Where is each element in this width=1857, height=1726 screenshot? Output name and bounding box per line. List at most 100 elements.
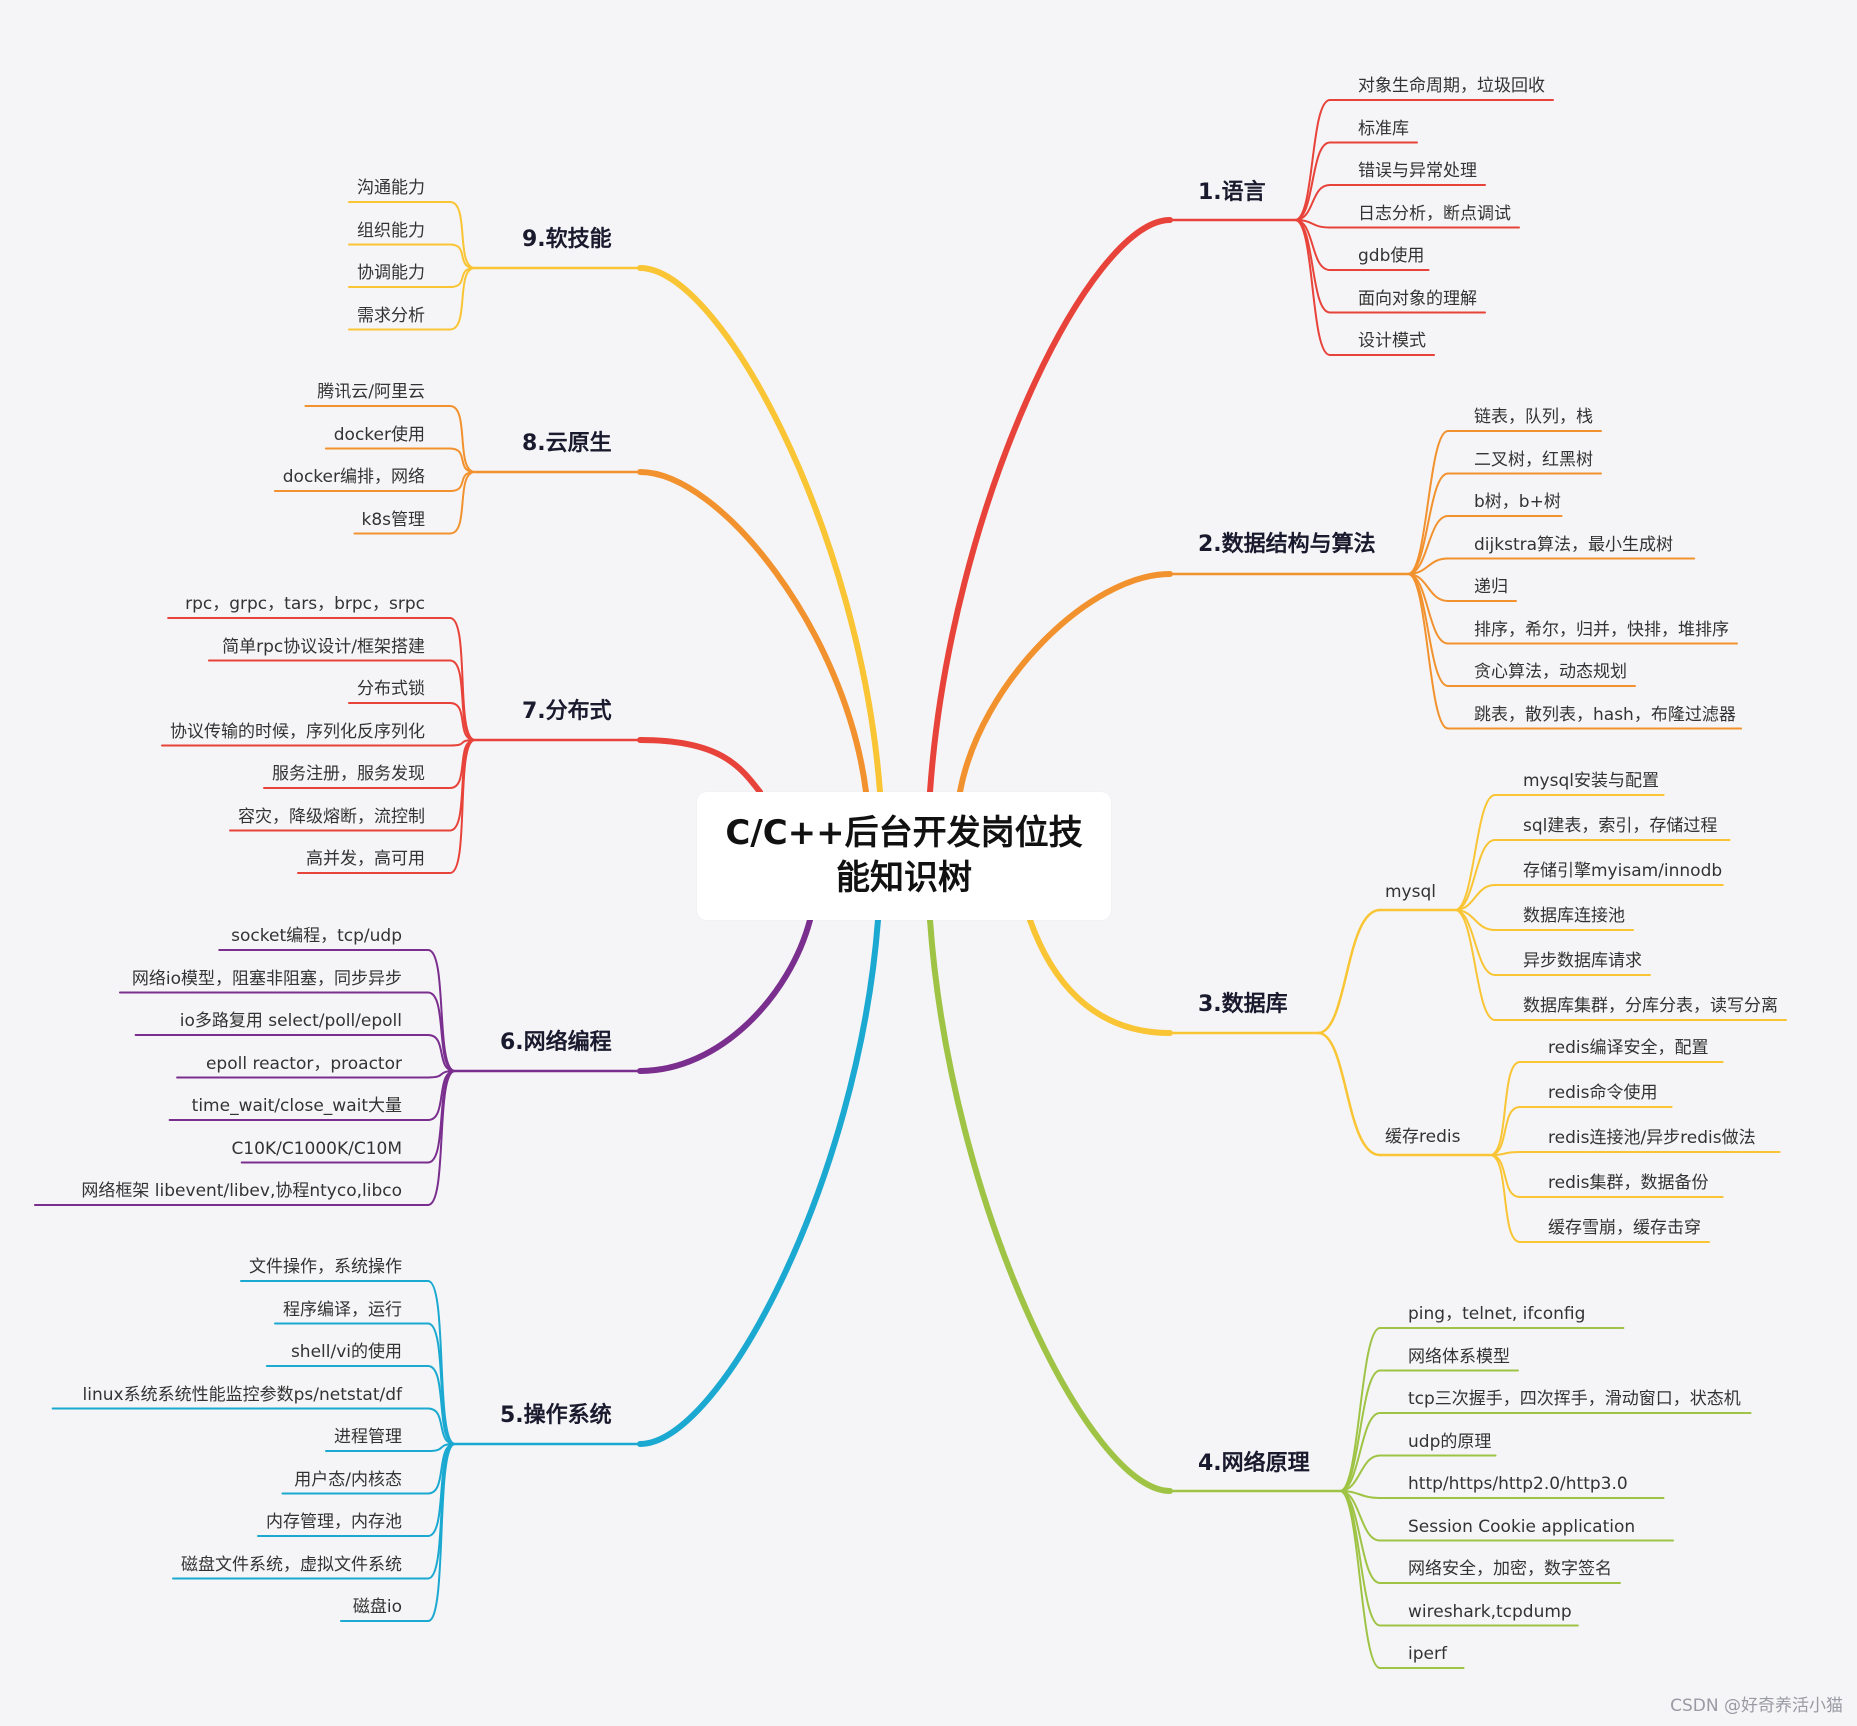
- leaf-item[interactable]: 数据库集群，分库分表，读写分离: [1523, 996, 1778, 1016]
- leaf-item[interactable]: 内存管理，内存池: [266, 1512, 402, 1532]
- leaf-item[interactable]: 跳表，散列表，hash，布隆过滤器: [1474, 704, 1736, 725]
- leaf-item[interactable]: 网络安全，加密，数字签名: [1408, 1559, 1612, 1579]
- leaf-item[interactable]: tcp三次握手，四次挥手，滑动窗口，状态机: [1408, 1389, 1741, 1409]
- leaf-item[interactable]: redis连接池/异步redis做法: [1548, 1128, 1756, 1148]
- leaf-connector: [1407, 472, 1449, 575]
- leaf-item[interactable]: docker使用: [333, 424, 425, 445]
- leaf-item[interactable]: 存储引擎myisam/innodb: [1523, 861, 1723, 881]
- leaf-item[interactable]: iperf: [1408, 1644, 1447, 1664]
- leaf-item[interactable]: docker编排，网络: [282, 467, 425, 487]
- leaf-item[interactable]: 组织能力: [357, 220, 425, 241]
- central-topic-line-1: C/C++后台开发岗位技: [725, 813, 1083, 853]
- leaf-connector: [449, 201, 476, 269]
- leaf-item[interactable]: 磁盘io: [352, 1597, 402, 1617]
- leaf-item[interactable]: gdb使用: [1358, 246, 1425, 266]
- sub-branch-connector: [1316, 908, 1382, 1035]
- leaf-item[interactable]: 数据库连接池: [1523, 906, 1625, 926]
- branch-topic-5[interactable]: 5.操作系统: [500, 1403, 612, 1428]
- leaf-item[interactable]: 日志分析，断点调试: [1358, 203, 1511, 224]
- leaf-item[interactable]: ping，telnet, ifconfig: [1408, 1304, 1586, 1324]
- leaf-item[interactable]: 标准库: [1358, 118, 1409, 139]
- central-topic-node[interactable]: C/C++后台开发岗位技 能知识树: [697, 792, 1111, 920]
- leaf-item[interactable]: time_wait/close_wait大量: [191, 1096, 402, 1116]
- leaf-item[interactable]: 服务注册，服务发现: [272, 764, 425, 784]
- leaf-item[interactable]: 协议传输的时候，序列化反序列化: [170, 721, 425, 742]
- leaf-item[interactable]: 贪心算法，动态规划: [1474, 662, 1627, 682]
- branch-curve: [927, 217, 1173, 795]
- leaf-item[interactable]: sql建表，索引，存储过程: [1523, 816, 1718, 836]
- leaf-connector: [449, 447, 476, 473]
- leaf-connector: [1407, 430, 1449, 575]
- branch-topic-4[interactable]: 4.网络原理: [1198, 1451, 1310, 1476]
- leaf-item[interactable]: mysql安装与配置: [1523, 771, 1659, 791]
- leaf-item[interactable]: 腾讯云/阿里云: [317, 382, 425, 402]
- leaf-item[interactable]: 链表，队列，栈: [1474, 407, 1593, 427]
- leaf-item[interactable]: redis编译安全，配置: [1548, 1038, 1709, 1058]
- leaf-item[interactable]: 网络体系模型: [1408, 1346, 1510, 1367]
- leaf-item[interactable]: epoll reactor，proactor: [205, 1053, 402, 1074]
- leaf-item[interactable]: 文件操作，系统操作: [249, 1257, 402, 1277]
- leaf-connector: [1454, 839, 1496, 911]
- leaf-item[interactable]: rpc，grpc，tars，brpc，srpc: [185, 594, 425, 614]
- leaf-item[interactable]: 磁盘文件系统，虚拟文件系统: [181, 1554, 402, 1575]
- leaf-item[interactable]: 需求分析: [357, 305, 425, 326]
- leaf-item[interactable]: 简单rpc协议设计/框架搭建: [222, 636, 425, 657]
- leaf-item[interactable]: C10K/C1000K/C10M: [231, 1138, 402, 1159]
- leaf-item[interactable]: 错误与异常处理: [1358, 161, 1477, 181]
- leaf-item[interactable]: Session Cookie application: [1408, 1516, 1636, 1537]
- sub-topic-缓存redis[interactable]: 缓存redis: [1385, 1127, 1461, 1147]
- leaf-item[interactable]: udp的原理: [1408, 1431, 1492, 1452]
- leaf-item[interactable]: b树，b+树: [1474, 492, 1561, 512]
- leaf-item[interactable]: 分布式锁: [357, 679, 425, 699]
- leaf-item[interactable]: 面向对象的理解: [1358, 288, 1477, 309]
- leaf-connector: [427, 1443, 456, 1622]
- leaf-connector: [449, 659, 476, 741]
- leaf-item[interactable]: 容灾，降级熔断，流控制: [238, 806, 425, 827]
- leaf-item[interactable]: 设计模式: [1358, 331, 1426, 351]
- leaf-item[interactable]: 异步数据库请求: [1523, 951, 1642, 971]
- branch-topic-8[interactable]: 8.云原生: [522, 431, 612, 456]
- branch-topic-3[interactable]: 3.数据库: [1198, 992, 1288, 1017]
- leaf-item[interactable]: redis命令使用: [1548, 1083, 1658, 1103]
- leaf-connector: [427, 991, 456, 1072]
- branch-topic-1[interactable]: 1.语言: [1198, 180, 1266, 205]
- leaf-item[interactable]: dijkstra算法，最小生成树: [1474, 534, 1674, 555]
- leaf-connector: [449, 471, 476, 492]
- leaf-item[interactable]: http/https/http2.0/http3.0: [1408, 1474, 1628, 1494]
- leaf-connector: [1489, 1154, 1521, 1243]
- leaf-item[interactable]: redis集群，数据备份: [1548, 1173, 1709, 1193]
- leaf-item[interactable]: 递归: [1474, 577, 1508, 597]
- branch-topic-2[interactable]: 2.数据结构与算法: [1198, 532, 1376, 557]
- leaf-connector: [449, 267, 476, 331]
- leaf-connector: [1339, 1490, 1381, 1584]
- leaf-item[interactable]: k8s管理: [361, 509, 425, 530]
- leaf-item[interactable]: 网络框架 libevent/libev,协程ntyco,libco: [81, 1181, 402, 1201]
- leaf-item[interactable]: wireshark,tcpdump: [1408, 1601, 1572, 1622]
- sub-topic-mysql[interactable]: mysql: [1385, 882, 1436, 902]
- leaf-item[interactable]: linux系统系统性能监控参数ps/netstat/df: [82, 1384, 402, 1405]
- leaf-item[interactable]: 沟通能力: [357, 178, 425, 198]
- branch-topic-9[interactable]: 9.软技能: [522, 227, 612, 252]
- leaf-item[interactable]: 对象生命周期，垃圾回收: [1358, 76, 1545, 96]
- leaf-connector: [427, 1322, 456, 1445]
- leaf-item[interactable]: 高并发，高可用: [306, 849, 425, 869]
- leaf-item[interactable]: 用户态/内核态: [294, 1469, 402, 1490]
- branch-curve: [927, 917, 1173, 1494]
- branch-topic-6[interactable]: 6.网络编程: [500, 1030, 612, 1055]
- branch-curve: [637, 917, 881, 1447]
- leaf-item[interactable]: shell/vi的使用: [290, 1342, 402, 1362]
- leaf-item[interactable]: 二叉树，红黑树: [1474, 449, 1593, 470]
- leaf-connector: [427, 1070, 456, 1206]
- leaf-connector: [1294, 184, 1331, 221]
- leaf-item[interactable]: 排序，希尔，归并，快排，堆排序: [1474, 619, 1729, 640]
- leaf-item[interactable]: socket编程，tcp/udp: [231, 926, 402, 946]
- leaf-item[interactable]: 网络io模型，阻塞非阻塞，同步异步: [131, 968, 402, 989]
- leaf-item[interactable]: 协调能力: [357, 263, 425, 283]
- leaf-item[interactable]: 缓存雪崩，缓存击穿: [1548, 1218, 1701, 1238]
- central-topic-line-2: 能知识树: [836, 858, 972, 898]
- leaf-item[interactable]: io多路复用 select/poll/epoll: [179, 1011, 402, 1031]
- leaf-item[interactable]: 程序编译，运行: [283, 1299, 402, 1320]
- leaf-connector: [427, 1280, 456, 1445]
- branch-topic-7[interactable]: 7.分布式: [522, 699, 612, 724]
- leaf-item[interactable]: 进程管理: [334, 1427, 402, 1447]
